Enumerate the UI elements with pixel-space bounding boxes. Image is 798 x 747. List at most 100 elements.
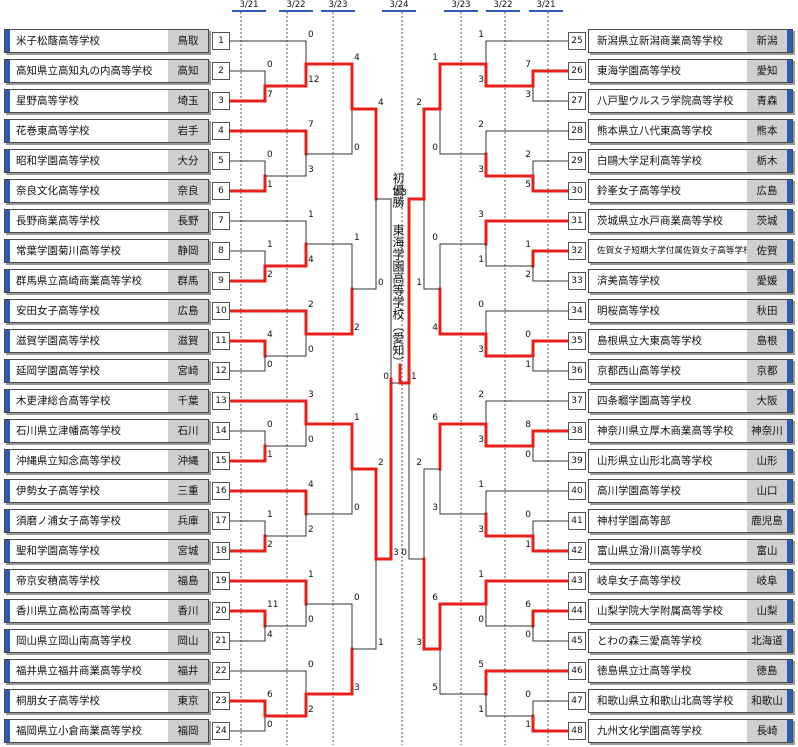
prefecture-label: 静岡 bbox=[168, 240, 208, 262]
score-label: 3 bbox=[393, 548, 399, 558]
prefecture-label: 鳥取 bbox=[168, 30, 208, 52]
prefecture-label: 奈良 bbox=[168, 180, 208, 202]
score-label: 1 bbox=[478, 705, 484, 715]
seed-number: 41 bbox=[568, 512, 586, 530]
team-entry: 延岡学園高等学校宮崎 bbox=[4, 359, 209, 383]
date-right-round3: 3/23 bbox=[444, 0, 478, 12]
score-label: 2 bbox=[308, 525, 314, 535]
team-stripe bbox=[787, 570, 792, 592]
score-label: 3 bbox=[478, 345, 484, 355]
date-left-round2: 3/22 bbox=[279, 0, 313, 12]
prefecture-label: 和歌山 bbox=[747, 690, 787, 712]
team-entry: 四条畷学園高等学校大阪 bbox=[588, 389, 793, 413]
team-stripe bbox=[787, 720, 792, 742]
seed-number: 27 bbox=[568, 92, 586, 110]
team-stripe bbox=[5, 660, 10, 682]
prefecture-label: 大分 bbox=[168, 150, 208, 172]
seed-number: 3 bbox=[212, 92, 230, 110]
team-stripe bbox=[787, 120, 792, 142]
school-name: 須磨ノ浦女子高等学校 bbox=[16, 515, 121, 527]
seed-number: 16 bbox=[212, 482, 230, 500]
score-label: 0 bbox=[267, 60, 273, 70]
seed-number: 32 bbox=[568, 242, 586, 260]
prefecture-label: 山梨 bbox=[747, 600, 787, 622]
team-stripe bbox=[787, 30, 792, 52]
school-name: 四条畷学園高等学校 bbox=[597, 395, 692, 407]
score-label: 3 bbox=[432, 503, 438, 513]
score-label: 4 bbox=[354, 53, 360, 63]
school-name: 長野商業高等学校 bbox=[16, 215, 100, 227]
score-label: 1 bbox=[478, 30, 484, 40]
prefecture-label: 茨城 bbox=[747, 210, 787, 232]
prefecture-label: 埼玉 bbox=[168, 90, 208, 112]
team-entry: 九州文化学園高等学校長崎 bbox=[588, 719, 793, 743]
team-entry: 伊勢女子高等学校三重 bbox=[4, 479, 209, 503]
seed-number: 31 bbox=[568, 212, 586, 230]
team-stripe bbox=[787, 210, 792, 232]
team-stripe bbox=[787, 690, 792, 712]
prefecture-label: 熊本 bbox=[747, 120, 787, 142]
score-label: 6 bbox=[432, 413, 438, 423]
school-name: 岡山県立岡山南高等学校 bbox=[16, 635, 132, 647]
seed-number: 13 bbox=[212, 392, 230, 410]
team-stripe bbox=[5, 450, 10, 472]
prefecture-label: 栃木 bbox=[747, 150, 787, 172]
team-stripe bbox=[5, 300, 10, 322]
score-label: 3 bbox=[401, 188, 407, 198]
prefecture-label: 沖縄 bbox=[168, 450, 208, 472]
team-stripe bbox=[787, 360, 792, 382]
score-label: 7 bbox=[267, 90, 273, 100]
prefecture-label: 鹿児島 bbox=[747, 510, 787, 532]
school-name: 群馬県立高崎商業高等学校 bbox=[16, 275, 142, 287]
team-stripe bbox=[5, 180, 10, 202]
prefecture-label: 香川 bbox=[168, 600, 208, 622]
team-entry: 神村学園高等部鹿児島 bbox=[588, 509, 793, 533]
score-label: 8 bbox=[525, 420, 531, 430]
team-entry: 長野商業高等学校長野 bbox=[4, 209, 209, 233]
prefecture-label: 滋賀 bbox=[168, 330, 208, 352]
team-stripe bbox=[787, 660, 792, 682]
seed-number: 47 bbox=[568, 692, 586, 710]
team-stripe bbox=[787, 390, 792, 412]
school-name: 九州文化学園高等学校 bbox=[597, 725, 702, 737]
school-name: 京都西山高等学校 bbox=[597, 365, 681, 377]
school-name: 米子松蔭高等学校 bbox=[16, 35, 100, 47]
score-label: 0 bbox=[308, 435, 314, 445]
seed-number: 17 bbox=[212, 512, 230, 530]
prefecture-label: 群馬 bbox=[168, 270, 208, 292]
score-label: 1 bbox=[267, 450, 273, 460]
score-label: 0 bbox=[525, 690, 531, 700]
seed-number: 11 bbox=[212, 332, 230, 350]
score-label: 2 bbox=[525, 150, 531, 160]
team-stripe bbox=[787, 60, 792, 82]
school-name: 神奈川県立厚木商業高等学校 bbox=[597, 425, 734, 437]
prefecture-label: 広島 bbox=[168, 300, 208, 322]
seed-number: 2 bbox=[212, 62, 230, 80]
team-stripe bbox=[787, 330, 792, 352]
team-stripe bbox=[5, 630, 10, 652]
team-stripe bbox=[787, 270, 792, 292]
prefecture-label: 千葉 bbox=[168, 390, 208, 412]
team-entry: 滋賀学園高等学校滋賀 bbox=[4, 329, 209, 353]
team-stripe bbox=[787, 300, 792, 322]
seed-number: 23 bbox=[212, 692, 230, 710]
seed-number: 30 bbox=[568, 182, 586, 200]
school-name: 山梨学院大学附属高等学校 bbox=[597, 605, 723, 617]
team-entry: 聖和学園高等学校宮城 bbox=[4, 539, 209, 563]
score-label: 0 bbox=[383, 372, 389, 382]
score-label: 1 bbox=[525, 240, 531, 250]
prefecture-label: 岩手 bbox=[168, 120, 208, 142]
score-label: 2 bbox=[393, 188, 399, 198]
team-entry: 新潟県立新潟商業高等学校新潟 bbox=[588, 29, 793, 53]
team-entry: 山梨学院大学附属高等学校 山梨 bbox=[588, 599, 793, 623]
score-label: 0 bbox=[525, 630, 531, 640]
team-entry: 花巻東高等学校岩手 bbox=[4, 119, 209, 143]
team-stripe bbox=[5, 360, 10, 382]
team-stripe bbox=[5, 150, 10, 172]
school-name: 山形県立山形北高等学校 bbox=[597, 455, 713, 467]
team-entry: 桐朋女子高等学校東京 bbox=[4, 689, 209, 713]
team-entry: 岐阜女子高等学校岐阜 bbox=[588, 569, 793, 593]
team-stripe bbox=[787, 240, 792, 262]
date-left-round3: 3/23 bbox=[321, 0, 355, 12]
score-label: 1 bbox=[378, 638, 384, 648]
